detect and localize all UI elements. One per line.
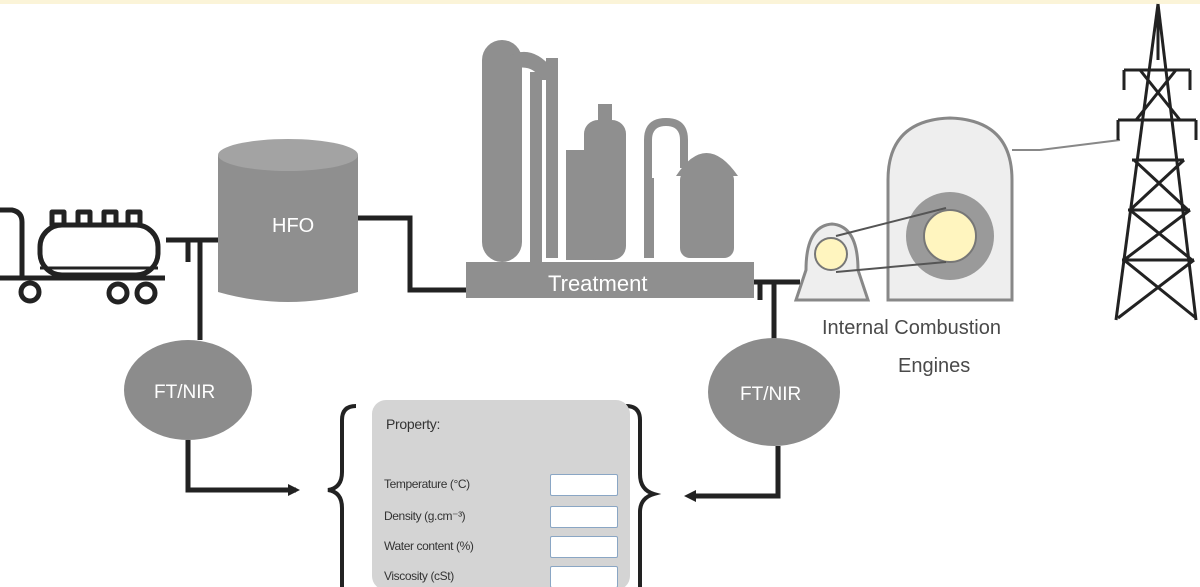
viscosity-input[interactable] bbox=[550, 566, 618, 587]
property-row-density: Density (g.cm⁻³) bbox=[384, 506, 620, 528]
temperature-label: Temperature (°C) bbox=[384, 477, 470, 491]
property-row-viscosity: Viscosity (cSt) bbox=[384, 566, 620, 587]
engine-label-line2: Engines bbox=[898, 355, 970, 377]
water-content-input[interactable] bbox=[550, 536, 618, 558]
tanker-truck-icon bbox=[0, 207, 165, 305]
power-tower-icon bbox=[1114, 3, 1198, 321]
density-label: Density (g.cm⁻³) bbox=[384, 509, 466, 523]
property-title: Property: bbox=[386, 416, 441, 432]
density-input[interactable] bbox=[550, 506, 618, 528]
property-panel: Property: Temperature (°C) Density (g.cm… bbox=[372, 400, 630, 587]
arrow-head-right bbox=[684, 490, 696, 502]
ft-nir-sensor-right: FT/NIR bbox=[708, 338, 840, 446]
sensor-right-label: FT/NIR bbox=[740, 384, 801, 405]
left-brace bbox=[327, 404, 357, 587]
arrow-head-left bbox=[288, 484, 300, 496]
pipe-lines bbox=[166, 215, 800, 499]
water-content-label: Water content (%) bbox=[384, 539, 474, 553]
property-row-water-content: Water content (%) bbox=[384, 536, 620, 558]
temperature-input[interactable] bbox=[550, 474, 618, 496]
treatment-plant: Treatment bbox=[466, 40, 754, 298]
sensor-left-label: FT/NIR bbox=[154, 382, 215, 403]
combustion-engine-icon bbox=[793, 116, 1121, 302]
hfo-tank: HFO bbox=[218, 139, 358, 302]
treatment-label: Treatment bbox=[548, 271, 647, 296]
ft-nir-sensor-left: FT/NIR bbox=[124, 340, 252, 440]
property-row-temperature: Temperature (°C) bbox=[384, 474, 620, 496]
tank-label: HFO bbox=[272, 215, 314, 237]
viscosity-label: Viscosity (cSt) bbox=[384, 569, 454, 583]
right-brace bbox=[625, 404, 662, 587]
engine-label-line1: Internal Combustion bbox=[822, 317, 1001, 339]
top-border bbox=[0, 0, 1200, 4]
